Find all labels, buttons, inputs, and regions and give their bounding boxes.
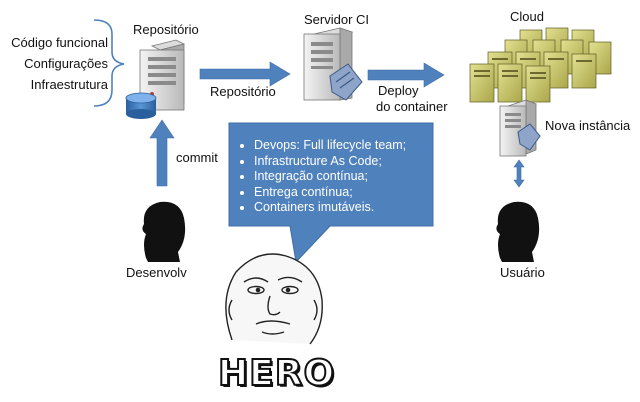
list-item-code: Código funcional (11, 35, 108, 50)
arrow-repo-to-ci (199, 61, 291, 87)
repository-server-icon (139, 39, 186, 111)
callout-item-ci: Integração contínua; (254, 169, 430, 185)
user-label: Usuário (500, 265, 545, 280)
ci-server-label: Servidor CI (304, 12, 370, 27)
cloud-servers-icon (469, 27, 612, 103)
list-item-infra: Infraestrutura (30, 77, 108, 92)
deploy-label-line1: Deploy (378, 83, 419, 98)
callout-box (228, 122, 434, 264)
new-instance-label: Nova instância (545, 118, 631, 133)
repository-label: Repositório (133, 22, 199, 37)
brace-icon (93, 19, 125, 107)
repo-to-ci-label: Repositório (210, 84, 276, 99)
callout-item-cd: Entrega contínua; (254, 185, 430, 201)
meme-face-icon (225, 253, 323, 345)
database-icon (125, 92, 157, 119)
arrow-user-instance (513, 159, 525, 188)
callout-item-devops: Devops: Full lifecycle team; (254, 138, 430, 154)
commit-label: commit (176, 150, 218, 165)
deploy-label-line2: do container (376, 99, 448, 114)
arrow-dev-to-repo (149, 119, 175, 187)
cloud-label: Cloud (510, 9, 544, 24)
ci-server-icon (303, 27, 363, 101)
arrow-ci-to-cloud (367, 62, 445, 88)
list-item-config: Configurações (24, 56, 108, 71)
user-silhouette-icon (496, 201, 540, 262)
callout-list: Devops: Full lifecycle team; Infrastruct… (240, 138, 430, 216)
callout-item-iac: Infrastructure As Code; (254, 154, 430, 170)
developer-label: Desenvolv (126, 265, 187, 280)
developer-silhouette-icon (142, 201, 186, 262)
new-instance-server-icon (499, 99, 541, 157)
callout-item-containers: Containers imutáveis. (254, 200, 430, 216)
meme-caption: HERO (217, 352, 336, 395)
